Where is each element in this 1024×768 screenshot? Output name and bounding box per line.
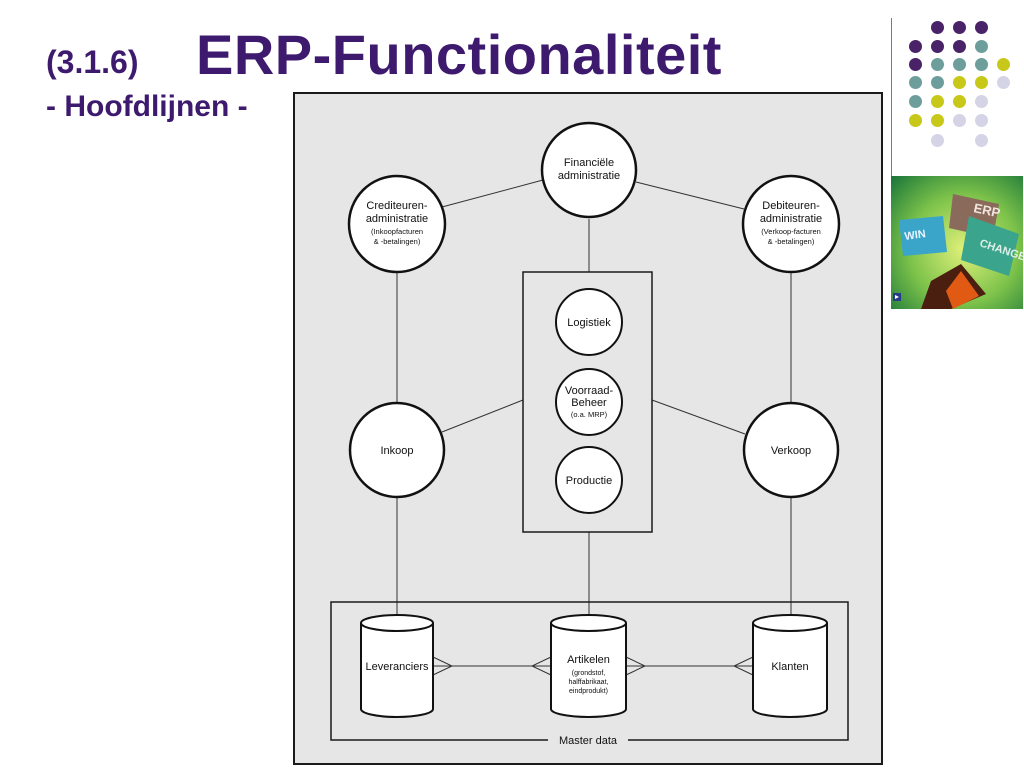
database-cylinders [360,614,828,718]
leveranciers-label: Leveranciers [366,661,429,673]
page-title: ERP-Functionaliteit [196,23,722,86]
decor-dot [953,58,966,71]
crediteuren-sub-1: (Inkoopfacturen [371,227,423,236]
page-subtitle: - Hoofdlijnen - [46,90,248,123]
db-artikelen [550,614,627,718]
decor-dot [909,40,922,53]
logistiek-label: Logistiek [567,317,611,329]
db-klanten [752,614,828,718]
section-number: (3.1.6) [46,44,139,80]
node-debiteuren [741,174,841,274]
erp-change-image: ERP CHANGE WIN [891,176,1023,309]
debiteuren-label-2: administratie [760,213,822,225]
decor-dot [931,76,944,89]
decor-dot [975,76,988,89]
decor-dot [997,76,1010,89]
decor-dot [975,40,988,53]
productie-label: Productie [566,475,612,487]
voorraad-sub: (o.a. MRP) [571,410,608,419]
decor-dot [953,40,966,53]
decor-dot [931,58,944,71]
db-leveranciers [360,614,434,718]
decor-dot [953,95,966,108]
node-logistiek [555,288,623,356]
verkoop-label: Verkoop [771,445,811,457]
artikelen-sub-3: eindprodukt) [569,688,608,695]
decor-dot [931,114,944,127]
image-text-win: WIN [904,228,927,243]
debiteuren-label-1: Debiteuren- [762,200,820,212]
financiele-label-1: Financiële [564,157,614,169]
decor-dot [953,76,966,89]
divider-line [891,18,892,188]
voorraad-label-1: Voorraad- [565,385,614,397]
node-crediteuren [347,174,447,274]
decor-dot [909,76,922,89]
node-verkoop [742,401,840,499]
decor-dot [953,114,966,127]
decor-dot [975,134,988,147]
logistics-group-box [522,271,653,533]
crediteuren-label-2: administratie [366,213,428,225]
inkoop-label: Inkoop [380,445,413,457]
decor-dot [931,21,944,34]
node-financiele [540,121,638,219]
klanten-label: Klanten [771,661,808,673]
crediteuren-label-1: Crediteuren- [366,200,427,212]
node-voorraad [555,368,623,436]
node-productie [555,446,623,514]
artikelen-sub-2: halffabrikaat, [569,679,609,686]
decor-dot [931,95,944,108]
node-inkoop [348,401,446,499]
decor-dot [909,95,922,108]
decor-dot [953,21,966,34]
crediteuren-sub-2: & -betalingen) [374,237,421,246]
decor-dot [931,134,944,147]
artikelen-label: Artikelen [567,654,610,666]
decor-dot [975,114,988,127]
decor-dot [997,58,1010,71]
decor-dot [909,114,922,127]
debiteuren-sub-1: (Verkoop-facturen [761,227,821,236]
node-circles [347,121,841,499]
connector-lines [396,179,792,676]
master-data-label: Master data [559,735,618,747]
debiteuren-sub-2: & -betalingen) [768,237,815,246]
decor-dot [975,58,988,71]
decor-dot [909,58,922,71]
financiele-label-2: administratie [558,170,620,182]
decor-dot [975,95,988,108]
decor-dot [975,21,988,34]
image-text-erp: ERP [972,200,1002,220]
voorraad-label-2: Beheer [571,397,607,409]
decor-dot [931,40,944,53]
artikelen-sub-1: (grondstof, [572,670,606,677]
